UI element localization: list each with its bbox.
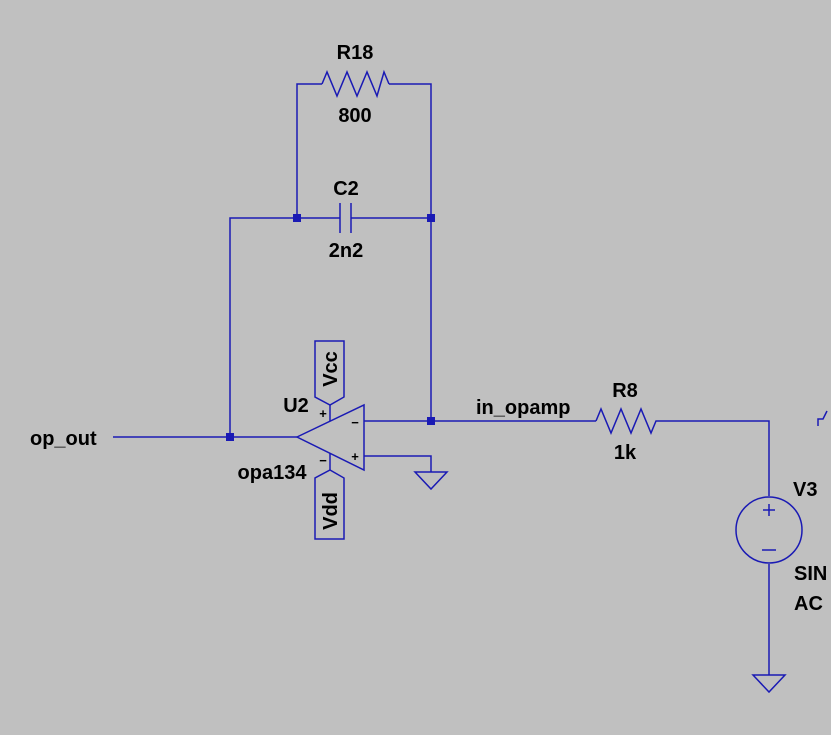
v3-ac-label: AC [794,593,823,615]
opamp-supply-minus-sign: − [319,453,327,468]
net-label-in-opamp: in_opamp [476,397,570,419]
opamp-u2[interactable] [295,403,365,472]
opamp-model-label: opa134 [238,462,308,484]
opamp-noninverting-sign: + [351,449,359,464]
net-label-op-out: op_out [30,428,97,450]
wires [113,83,770,675]
ground-triangle [751,674,787,694]
capacitor-c2[interactable] [339,203,352,233]
r8-ref-label: R8 [612,380,638,402]
vdd-flag[interactable] [314,469,345,540]
r8-value-label: 1k [614,442,637,464]
wire-r18-left [296,83,322,218]
offscreen-symbol-fragment [817,410,828,426]
opamp-inverting-sign: − [351,415,359,430]
opamp-ref-label: U2 [283,395,309,417]
opamp-u2-triangle [295,403,365,472]
c2-ref-label: C2 [333,178,359,200]
wire-r8-to-v3 [659,420,770,496]
vcc-flag-shape [314,340,345,406]
r18-ref-label: R18 [337,42,374,64]
resistor-r8[interactable] [595,407,659,435]
wire-feedback-left [229,217,297,437]
voltage-source-v3-circle [735,496,803,564]
junction-dot [226,433,234,441]
resistor-r8-symbol [595,407,659,435]
wire-plus-to-gnd [364,455,432,472]
junction-dot [427,214,435,222]
junction-dot [293,214,301,222]
vdd-label: Vdd [320,492,342,530]
ground-symbol[interactable] [751,674,787,694]
v3-function-label: SIN [794,563,827,585]
junctions [226,214,435,441]
opamp-supply-plus-sign: + [319,406,327,421]
ground-symbol[interactable] [413,471,449,491]
c2-value-label: 2n2 [329,240,363,262]
resistor-r18-symbol [321,69,390,99]
wire-r18-right [389,83,432,421]
vcc-label: Vcc [320,351,342,387]
r18-value-label: 800 [338,105,371,127]
junction-dot [427,417,435,425]
offscreen-symbol-stroke [817,410,828,426]
v3-ref-label: V3 [793,479,817,501]
ground-triangle [413,471,449,491]
vdd-flag-shape [314,469,345,540]
voltage-source-v3[interactable] [735,496,803,564]
vcc-flag[interactable] [314,340,345,406]
resistor-r18[interactable] [321,69,390,99]
